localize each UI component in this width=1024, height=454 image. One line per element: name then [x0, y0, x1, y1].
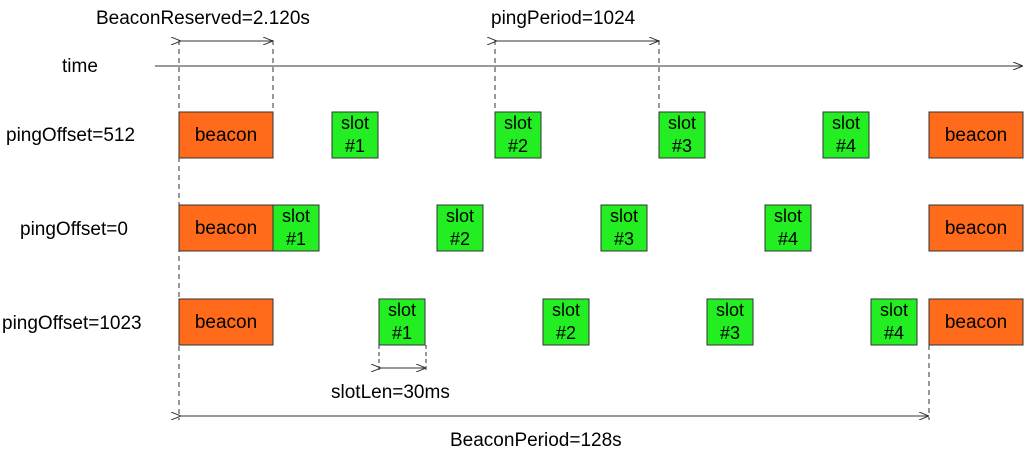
beacon-block-start-rect: [178, 204, 274, 252]
row-label-ping-offset-0: pingOffset=0: [20, 219, 128, 240]
beacon-block-end: beacon: [928, 111, 1024, 159]
slot-block-4: slot #4: [822, 111, 870, 159]
slot-block-4: slot #4: [870, 298, 918, 346]
slot-block-3-rect: [658, 111, 706, 159]
slot-block-1-label-number: #1: [286, 229, 306, 249]
beacon-block-end-rect: [928, 298, 1024, 346]
row-ping-offset-0: beacon slot #1 slot #2 slot #3 slot #4 beacon: [178, 204, 1024, 252]
slot-block-3-rect: [600, 204, 648, 252]
beacon-block-start-label: beacon: [195, 218, 257, 239]
beacon-block-start-rect: [178, 298, 274, 346]
beacon-block-end: beacon: [928, 298, 1024, 346]
slot-block-1-rect: [272, 204, 320, 252]
slot-block-1: slot #1: [331, 111, 379, 159]
slot-block-1: slot #1: [272, 204, 320, 252]
slot-block-4-rect: [764, 204, 812, 252]
slot-block-1-rect: [378, 298, 426, 346]
slot-block-3-label-top: slot: [668, 113, 696, 133]
slot-block-2: slot #2: [542, 298, 590, 346]
beacon-block-end-label: beacon: [945, 218, 1007, 239]
slot-block-1-label-top: slot: [282, 206, 310, 226]
slot-block-1-label-top: slot: [388, 300, 416, 320]
slot-block-1-rect: [331, 111, 379, 159]
slot-block-3-rect: [706, 298, 754, 346]
time-label: time: [62, 56, 98, 77]
beacon-block-start-label: beacon: [195, 125, 257, 146]
row-label-ping-offset-1023: pingOffset=1023: [2, 313, 142, 334]
beacon-block-start-label: beacon: [195, 312, 257, 333]
slot-block-4-label-number: #4: [836, 136, 856, 156]
slot-block-4-rect: [822, 111, 870, 159]
beacon-block-end-rect: [928, 111, 1024, 159]
beacon-block-end: beacon: [928, 204, 1024, 252]
slot-block-4-label-number: #4: [884, 323, 904, 343]
slot-block-4: slot #4: [764, 204, 812, 252]
row-ping-offset-512: beacon slot #1 slot #2 slot #3 slot #4 beacon: [178, 111, 1024, 159]
slot-block-2-rect: [436, 204, 484, 252]
slot-block-2-label-number: #2: [508, 136, 528, 156]
slot-block-2: slot #2: [436, 204, 484, 252]
slot-block-3-label-number: #3: [672, 136, 692, 156]
beacon-block-start: beacon: [178, 298, 274, 346]
beacon-block-start-rect: [178, 111, 274, 159]
slot-len-label: slotLen=30ms: [331, 382, 450, 403]
row-label-ping-offset-512: pingOffset=512: [6, 125, 135, 146]
slot-block-3: slot #3: [706, 298, 754, 346]
slot-block-4-label-top: slot: [774, 206, 802, 226]
slot-block-2-rect: [494, 111, 542, 159]
slot-block-2-label-top: slot: [552, 300, 580, 320]
beacon-block-start: beacon: [178, 204, 274, 252]
slot-block-2-label-top: slot: [446, 206, 474, 226]
slot-block-2-label-top: slot: [504, 113, 532, 133]
slot-block-3: slot #3: [658, 111, 706, 159]
beacon-period-label: BeaconPeriod=128s: [450, 430, 622, 451]
slot-block-4-label-top: slot: [832, 113, 860, 133]
row-ping-offset-1023: beacon slot #1 slot #2 slot #3 slot #4 beacon: [178, 298, 1024, 346]
slot-block-3: slot #3: [600, 204, 648, 252]
slot-block-2-label-number: #2: [450, 229, 470, 249]
beacon-block-start: beacon: [178, 111, 274, 159]
slot-block-4-rect: [870, 298, 918, 346]
slot-block-4-label-number: #4: [778, 229, 798, 249]
slot-block-3-label-top: slot: [716, 300, 744, 320]
slot-block-1-label-number: #1: [345, 136, 365, 156]
beacon-reserved-label: BeaconReserved=2.120s: [96, 8, 310, 29]
slot-block-1-label-number: #1: [392, 323, 412, 343]
beacon-block-end-label: beacon: [945, 312, 1007, 333]
slot-block-2: slot #2: [494, 111, 542, 159]
slot-block-2-label-number: #2: [556, 323, 576, 343]
ping-period-label: pingPeriod=1024: [491, 8, 636, 29]
slot-block-3-label-top: slot: [610, 206, 638, 226]
slot-block-3-label-number: #3: [720, 323, 740, 343]
slot-block-3-label-number: #3: [614, 229, 634, 249]
slot-block-2-rect: [542, 298, 590, 346]
slot-block-4-label-top: slot: [880, 300, 908, 320]
slot-block-1: slot #1: [378, 298, 426, 346]
beacon-block-end-rect: [928, 204, 1024, 252]
slot-block-1-label-top: slot: [341, 113, 369, 133]
beacon-block-end-label: beacon: [945, 125, 1007, 146]
